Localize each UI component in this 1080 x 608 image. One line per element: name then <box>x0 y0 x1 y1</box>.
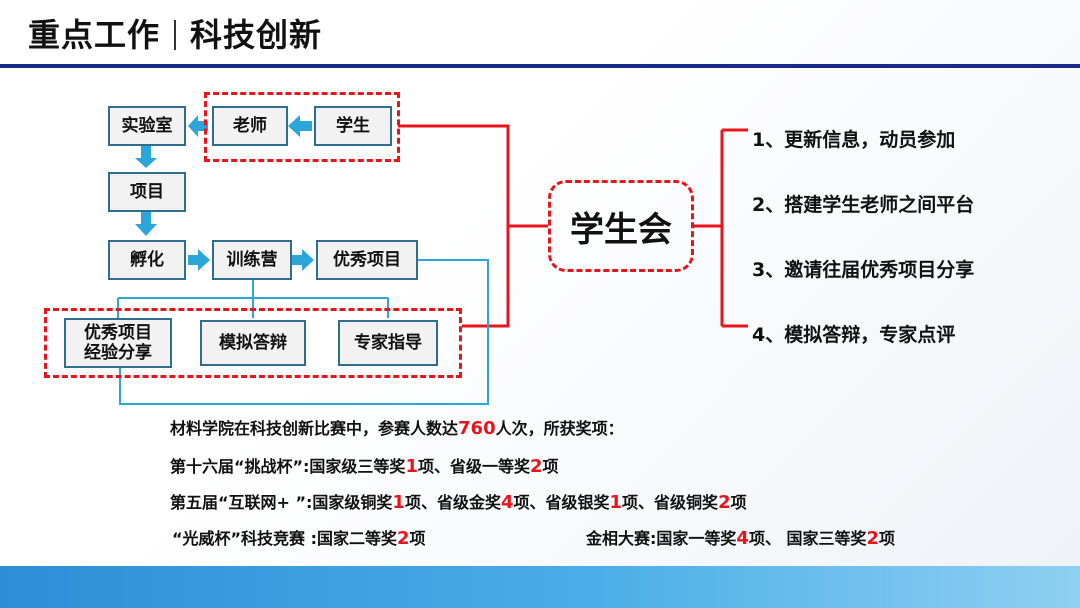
box-mock-defense: 模拟答辩 <box>200 320 306 366</box>
right-list-item-3: 3、邀请往届优秀项目分享 <box>752 259 975 281</box>
title-right: 科技创新 <box>190 16 323 54</box>
arrow-project-incubate <box>135 212 157 236</box>
blue-line-excellent-loop <box>119 259 489 405</box>
summary-line-4b: 金相大赛:国家一等奖4项、 国家三等奖2项 <box>586 528 896 549</box>
blue-arrows <box>135 115 314 271</box>
dashed-group-share-mock-expert <box>44 308 462 378</box>
summary-line-1: 材料学院在科技创新比赛中，参赛人数达760人次，所获奖项： <box>170 418 624 439</box>
arrow-lab-project <box>135 146 157 168</box>
right-list-item-2: 2、搭建学生老师之间平台 <box>752 194 975 216</box>
summary-line-2: 第十六届“挑战杯”:国家级三等奖1项、省级一等奖2项 <box>170 456 559 477</box>
box-project: 项目 <box>108 172 186 212</box>
right-list-item-1: 1、更新信息，动员参加 <box>752 129 956 151</box>
bottom-band <box>0 566 1080 608</box>
box-teacher: 老师 <box>212 106 288 146</box>
title-left: 重点工作 <box>28 16 161 54</box>
box-incubate: 孵化 <box>108 240 186 280</box>
red-brace-right <box>694 128 748 328</box>
box-share: 优秀项目经验分享 <box>64 318 172 368</box>
title-separator <box>174 20 177 50</box>
arrow-incubate-camp <box>188 249 210 271</box>
dashed-hub-frame <box>548 180 694 272</box>
box-camp: 训练营 <box>212 240 292 280</box>
box-student: 学生 <box>314 106 392 146</box>
summary-line-3: 第五届“互联网+ ”:国家级铜奖1项、省级金奖4项、省级银奖1项、省级铜奖2项 <box>170 492 747 513</box>
box-lab: 实验室 <box>108 106 186 146</box>
arrow-student-teacher <box>288 115 312 137</box>
arrow-camp-excellent <box>292 249 314 271</box>
summary-line-4a: “光威杯”科技竞赛 :国家二等奖2项 <box>172 528 426 549</box>
hub-student-union: 学生会 <box>570 209 672 250</box>
title-underline <box>0 64 1080 68</box>
box-expert-guidance: 专家指导 <box>338 320 438 366</box>
right-list-item-4: 4、模拟答辩，专家点评 <box>752 324 956 346</box>
arrow-teacher-lab <box>188 115 208 137</box>
dashed-group-teacher-student <box>204 92 400 162</box>
page-title: 重点工作科技创新 <box>28 10 322 60</box>
red-brace-left <box>398 124 548 328</box>
box-excellent-project: 优秀项目 <box>316 240 418 280</box>
